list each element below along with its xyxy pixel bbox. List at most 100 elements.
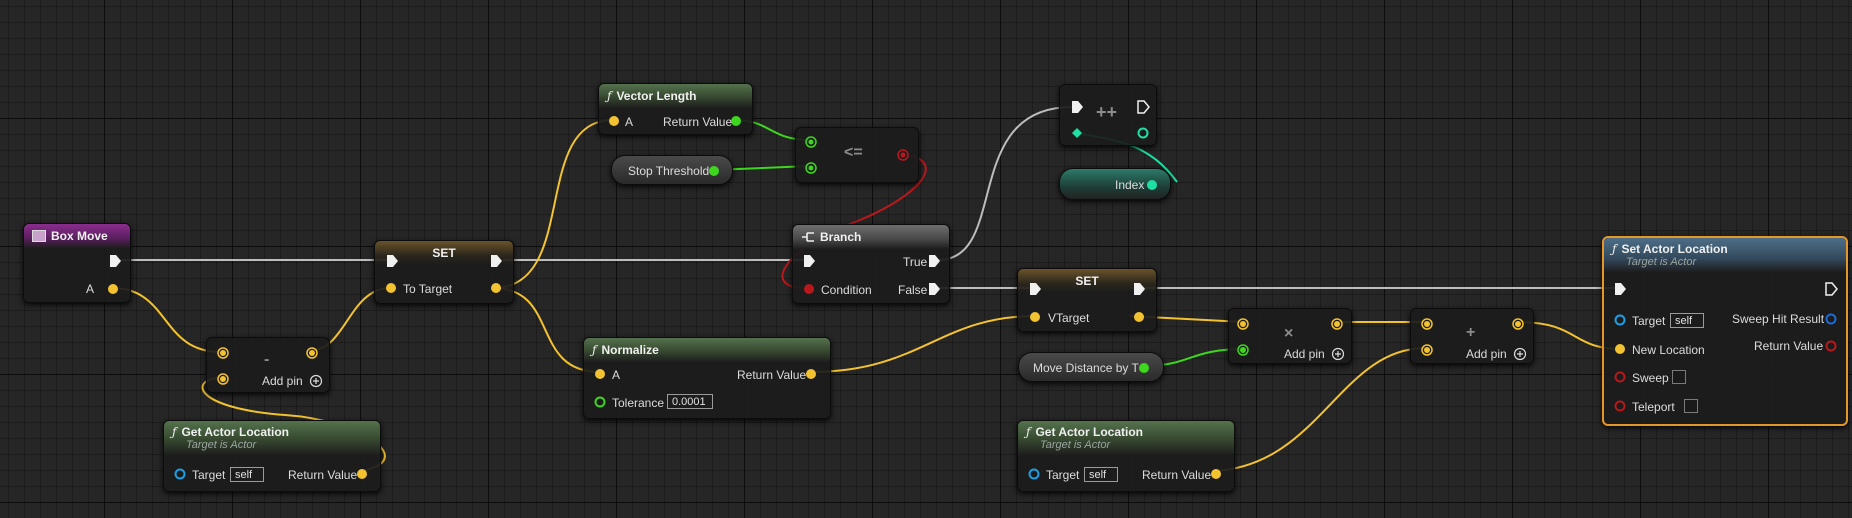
bool-in-pin-icon[interactable] (1613, 399, 1627, 413)
vector-in-pin-icon[interactable] (1236, 317, 1250, 331)
vector-out-pin-icon[interactable] (355, 467, 369, 481)
stop-threshold-getter[interactable]: Stop Threshold (611, 155, 733, 185)
exec-true-pin-icon[interactable] (927, 254, 941, 268)
vector-in-pin-icon[interactable] (1420, 317, 1434, 331)
vector-out-pin-icon[interactable] (804, 367, 818, 381)
branch-node[interactable]: Branch True Condition False (792, 224, 950, 304)
vtarget-label: VTarget (1048, 311, 1090, 325)
float-out-pin-icon[interactable] (1137, 361, 1151, 375)
index-label: Index (1115, 178, 1145, 192)
object-pin-icon[interactable] (1027, 467, 1041, 481)
float-in-pin-icon[interactable] (593, 395, 607, 409)
int-out-pin-icon[interactable] (1145, 178, 1159, 192)
exec-in-pin-icon[interactable] (802, 254, 816, 268)
add-pin-icon[interactable] (1331, 347, 1345, 361)
node-subtitle: Target is Actor (186, 439, 257, 451)
multiply-operator: × (1284, 325, 1294, 342)
float-in-pin-icon[interactable] (1236, 343, 1250, 357)
object-pin-icon[interactable] (1613, 313, 1627, 327)
exec-in-pin-icon[interactable] (385, 254, 399, 268)
less-equal-operator: <= (844, 144, 863, 161)
vector-pin-icon[interactable] (106, 282, 120, 296)
int-out-pin-icon[interactable] (1136, 126, 1150, 140)
vector-out-pin-icon[interactable] (1132, 310, 1146, 324)
exec-out-pin-icon[interactable] (1136, 100, 1150, 114)
float-out-pin-icon[interactable] (729, 114, 743, 128)
vector-in-pin-icon[interactable] (216, 372, 230, 386)
subtract-node[interactable]: - Add pin (206, 337, 330, 393)
node-title: Normalize (601, 343, 659, 357)
teleport-checkbox[interactable] (1684, 399, 1698, 413)
return-value-label: Return Value (1142, 468, 1212, 482)
vector-in-pin-icon[interactable] (384, 281, 398, 295)
exec-false-pin-icon[interactable] (927, 282, 941, 296)
add-pin-label[interactable]: Add pin (1466, 347, 1507, 361)
target-self-field[interactable]: self (230, 467, 264, 482)
return-value-label: Return Value (737, 368, 807, 382)
vector-in-pin-icon[interactable] (1420, 343, 1434, 357)
bool-in-pin-icon[interactable] (802, 282, 816, 296)
float-in-pin-icon[interactable] (804, 161, 818, 175)
vector-out-pin-icon[interactable] (1511, 317, 1525, 331)
add-node[interactable]: + Add pin (1410, 308, 1534, 364)
false-label: False (898, 283, 928, 297)
return-value-label: Return Value (1754, 339, 1824, 353)
vector-out-pin-icon[interactable] (305, 346, 319, 360)
bool-in-pin-icon[interactable] (1613, 370, 1627, 384)
set-to-target-node[interactable]: SET To Target (374, 240, 514, 304)
move-distance-getter[interactable]: Move Distance by T (1018, 352, 1164, 382)
move-distance-label: Move Distance by T (1033, 361, 1139, 375)
set-vtarget-node[interactable]: SET VTarget (1017, 268, 1157, 332)
node-subtitle: Target is Actor (1626, 256, 1697, 268)
function-icon: ƒ (592, 343, 597, 357)
exec-out-pin-icon[interactable] (108, 254, 122, 268)
sweep-checkbox[interactable] (1672, 370, 1686, 384)
index-getter[interactable]: Index (1059, 168, 1171, 200)
return-value-label: Return Value (663, 115, 733, 129)
bool-out-pin-icon[interactable] (896, 148, 910, 162)
float-out-pin-icon[interactable] (707, 164, 721, 178)
int-in-pin-icon[interactable] (1070, 126, 1084, 140)
vector-in-pin-icon[interactable] (216, 346, 230, 360)
vector-out-pin-icon[interactable] (1209, 467, 1223, 481)
multiply-node[interactable]: × Add pin (1228, 308, 1352, 364)
float-in-pin-icon[interactable] (804, 135, 818, 149)
add-pin-label[interactable]: Add pin (262, 374, 303, 388)
exec-in-pin-icon[interactable] (1613, 282, 1627, 296)
node-title: Get Actor Location (181, 425, 290, 439)
vector-in-pin-icon[interactable] (607, 114, 621, 128)
object-pin-icon[interactable] (173, 467, 187, 481)
function-entry-icon (32, 230, 46, 242)
branch-icon (802, 232, 814, 242)
vector-in-pin-icon[interactable] (593, 367, 607, 381)
exec-in-pin-icon[interactable] (1070, 100, 1084, 114)
target-self-field[interactable]: self (1670, 313, 1704, 328)
exec-out-pin-icon[interactable] (1824, 282, 1838, 296)
struct-out-pin-icon[interactable] (1824, 312, 1838, 326)
exec-out-pin-icon[interactable] (489, 254, 503, 268)
add-pin-icon[interactable] (309, 374, 323, 388)
increment-node[interactable]: ++ (1059, 84, 1157, 146)
vector-out-pin-icon[interactable] (489, 281, 503, 295)
less-equal-node[interactable]: <= (795, 127, 919, 183)
vector-in-pin-icon[interactable] (1028, 310, 1042, 324)
exec-out-pin-icon[interactable] (1132, 282, 1146, 296)
vector-out-pin-icon[interactable] (1330, 317, 1344, 331)
box-move-event-node[interactable]: Box Move A (23, 223, 131, 303)
set-title: SET (432, 246, 456, 260)
add-pin-icon[interactable] (1513, 347, 1527, 361)
exec-in-pin-icon[interactable] (1028, 282, 1042, 296)
function-icon: ƒ (1026, 425, 1031, 439)
bool-wire (781, 153, 927, 290)
vector-in-pin-icon[interactable] (1613, 342, 1627, 356)
tolerance-field[interactable]: 0.0001 (667, 394, 713, 409)
target-self-field[interactable]: self (1084, 467, 1118, 482)
bool-out-pin-icon[interactable] (1824, 339, 1838, 353)
add-pin-label[interactable]: Add pin (1284, 347, 1325, 361)
